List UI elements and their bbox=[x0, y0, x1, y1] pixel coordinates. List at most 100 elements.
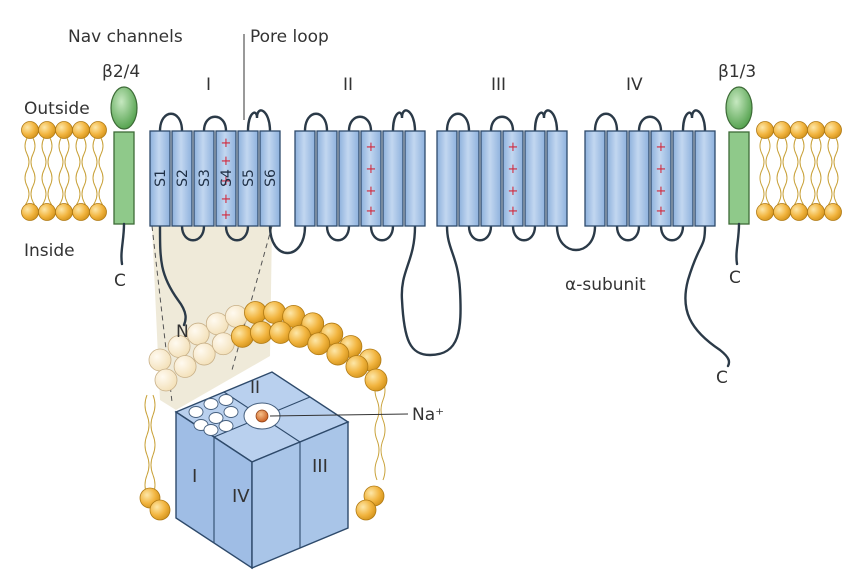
cell-membrane bbox=[21, 121, 842, 221]
positive-charge: + bbox=[656, 184, 667, 199]
helix-segment-5 bbox=[382, 130, 404, 227]
helix-cross-section bbox=[188, 406, 204, 418]
alpha-subunit-label: α-subunit bbox=[565, 275, 646, 295]
intracellular-loop bbox=[369, 224, 395, 242]
positive-charge: + bbox=[656, 140, 667, 155]
helix-segment-3 bbox=[480, 130, 502, 227]
pore-domain-label-2: II bbox=[250, 378, 260, 398]
lipid-tail bbox=[41, 137, 53, 215]
lipid-tail bbox=[144, 394, 156, 496]
c-terminus-beta-right-label: C bbox=[729, 268, 741, 288]
helix-segment-4 bbox=[215, 130, 237, 227]
lipid-head bbox=[72, 121, 90, 139]
domain-4: ++++ bbox=[584, 130, 716, 227]
helix-segment-2 bbox=[458, 130, 480, 227]
positive-charge: + bbox=[508, 140, 519, 155]
beta-transmembrane bbox=[728, 131, 750, 225]
helix-segment-2 bbox=[171, 130, 193, 227]
helix-segment-2 bbox=[606, 130, 628, 227]
lipid-head bbox=[269, 321, 292, 344]
positive-charge: + bbox=[221, 154, 232, 169]
intracellular-loop bbox=[325, 224, 351, 242]
helix-segment-1 bbox=[149, 130, 171, 227]
beta-left-label: β2/4 bbox=[102, 62, 140, 82]
pore-domain-label-1: I bbox=[192, 466, 197, 487]
lipid-head bbox=[807, 203, 825, 221]
lipid-head bbox=[773, 203, 791, 221]
domain-label-2: II bbox=[343, 75, 353, 95]
beta-c-tail bbox=[735, 222, 741, 266]
positive-charge: + bbox=[221, 208, 232, 223]
helix-segment-6 bbox=[546, 130, 568, 227]
extracellular-loop bbox=[593, 112, 619, 133]
helix-cross-section bbox=[218, 394, 234, 406]
lipid-head bbox=[364, 368, 388, 392]
intracellular-loop bbox=[180, 224, 206, 242]
segment-label-s4: S4 bbox=[219, 169, 235, 187]
pore-model bbox=[139, 301, 409, 570]
lipid-tail bbox=[58, 137, 70, 215]
extracellular-loop bbox=[489, 115, 515, 133]
c-terminus-alpha bbox=[684, 224, 731, 368]
helix-segment-5 bbox=[672, 130, 694, 227]
helix-segment-3 bbox=[628, 130, 650, 227]
zoom-cone-edge-right bbox=[231, 225, 273, 371]
lipid-head bbox=[89, 121, 107, 139]
extracellular-loop bbox=[445, 112, 471, 133]
lipid-tail bbox=[75, 137, 87, 215]
extracellular-loop bbox=[303, 112, 329, 133]
helix-segment-5 bbox=[237, 130, 259, 227]
beta-transmembrane bbox=[113, 131, 135, 225]
lipid-head bbox=[263, 301, 286, 324]
beta-right-label: β1/3 bbox=[718, 62, 756, 82]
positive-charge: + bbox=[366, 140, 377, 155]
positive-charge: + bbox=[508, 204, 519, 219]
n-terminus bbox=[158, 224, 187, 327]
helix-segment-6 bbox=[404, 130, 426, 227]
intracellular-loop bbox=[511, 224, 537, 242]
lipid-tail bbox=[92, 137, 104, 215]
lipid-head bbox=[230, 324, 254, 348]
lipid-tail bbox=[793, 137, 805, 215]
pore-domain-label-4: IV bbox=[232, 486, 250, 507]
lipid-head bbox=[55, 121, 73, 139]
positive-charge: + bbox=[366, 162, 377, 177]
lipid-head bbox=[149, 499, 171, 521]
lipid-head bbox=[824, 121, 842, 139]
helix-segment-1 bbox=[436, 130, 458, 227]
helix-segment-2 bbox=[316, 130, 338, 227]
lipid-tail bbox=[374, 379, 386, 481]
helix-cross-section bbox=[218, 420, 234, 432]
lipid-head bbox=[154, 368, 178, 392]
outside-label: Outside bbox=[24, 99, 90, 119]
pore-loop-label: Pore loop bbox=[250, 27, 329, 47]
pore-loop bbox=[681, 109, 707, 133]
lipid-head bbox=[790, 121, 808, 139]
beta-left-subunit bbox=[110, 86, 138, 266]
lipid-head bbox=[355, 499, 377, 521]
helix-segment-4 bbox=[502, 130, 524, 227]
positive-charge: + bbox=[508, 162, 519, 177]
pore-domain-label-3: III bbox=[312, 456, 328, 477]
linker-1-2 bbox=[268, 224, 307, 254]
positive-charge: + bbox=[656, 162, 667, 177]
lipid-tail bbox=[776, 137, 788, 215]
intracellular-loop bbox=[615, 224, 641, 242]
lipid-head bbox=[756, 121, 774, 139]
lipid-head bbox=[756, 203, 774, 221]
connecting-loops bbox=[158, 109, 731, 368]
helix-segment-4 bbox=[650, 130, 672, 227]
lipid-head bbox=[307, 332, 331, 356]
pore-loop bbox=[391, 109, 417, 133]
lipid-head bbox=[773, 121, 791, 139]
helix-segment-3 bbox=[338, 130, 360, 227]
beta-extracellular-domain bbox=[110, 86, 138, 130]
pore-loop bbox=[533, 109, 559, 133]
positive-charge: + bbox=[221, 136, 232, 151]
positive-charge: + bbox=[508, 184, 519, 199]
lipid-tail bbox=[827, 137, 839, 215]
extracellular-loop bbox=[347, 115, 373, 133]
lipid-head bbox=[38, 203, 56, 221]
